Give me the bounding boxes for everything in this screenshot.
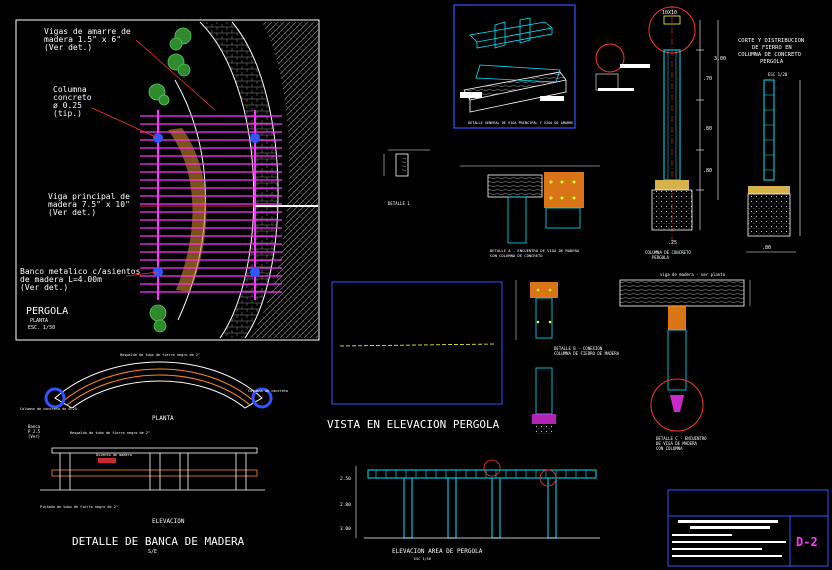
svg-text:.80: .80	[703, 126, 712, 132]
walk-brick	[200, 22, 279, 338]
bench-callout-top: Respaldo de tubo de fierro negro de 2"	[120, 353, 200, 357]
bench-title: DETALLE DE BANCA DE MADERA	[72, 535, 245, 548]
plan-columns	[153, 133, 260, 277]
bench-col-right	[251, 387, 273, 409]
pergola-elev-scale: ESC 1/50	[414, 557, 431, 561]
bench-col-left	[44, 387, 66, 409]
pergola-elev-title: ELEVACION AREA DE PERGOLA	[392, 548, 483, 555]
plan-subtitle: PLANTA	[30, 318, 48, 324]
corte-scale: ESC 1/20	[768, 72, 788, 77]
plan-title: PERGOLA	[26, 306, 68, 317]
pergola-columns	[403, 477, 557, 539]
elevation-frame: VISTA EN ELEVACION PERGOLA	[327, 281, 503, 431]
bench-scale: S/E	[148, 549, 157, 555]
column-footing	[651, 189, 693, 231]
bench-callout-col-left: Columna de concreto de 0.25	[20, 407, 77, 411]
elevation-title: VISTA EN ELEVACION PERGOLA	[327, 418, 500, 431]
svg-text:3.00: 3.00	[340, 526, 351, 532]
svg-text:2.50: 2.50	[340, 476, 351, 482]
svg-text:.80: .80	[762, 245, 771, 251]
paving-hatch	[250, 22, 318, 338]
bench-note-bottom: Pintado de tubo de fierro negro de 2"	[40, 505, 118, 509]
detail-c-circle	[650, 378, 704, 432]
detail-c-beam	[619, 279, 745, 307]
plan-scale: ESC. 1/50	[28, 325, 55, 331]
sheet-code: D-2	[796, 535, 818, 549]
svg-text:DETALLE A - ENCUENTRO DE VIGA: DETALLE A - ENCUENTRO DE VIGA DE MADERAC…	[490, 248, 580, 258]
bench-callout-col-right: Columna de concreto	[248, 389, 288, 393]
pergola-top-beam	[367, 469, 597, 479]
bench-note-asiento: Asiento de madera	[96, 453, 132, 457]
plan-leaders	[91, 39, 255, 277]
detail-1: DETALLE 1	[383, 149, 430, 206]
bench-elev-label: ELEVACION	[152, 518, 185, 525]
svg-text:2.80: 2.80	[340, 502, 351, 508]
plan-frame	[15, 19, 320, 341]
iso-caption: DETALLE GENERAL DE VIGA PRINCIPAL Y VIGA…	[468, 121, 573, 125]
iso-frame	[453, 4, 576, 129]
svg-text:.25: .25	[668, 240, 677, 246]
title-block: D-2	[667, 489, 829, 567]
pergola-elevation: 2.50 2.80 3.00 ELEVACION AREA DE PERGOLA…	[340, 459, 600, 561]
bench-plan-label: PLANTA	[152, 415, 174, 422]
detail-1-label: DETALLE 1	[388, 201, 410, 206]
column-elevation: 10X10 .70 .80 .80 3.00 .25 COLUMNA DE CO…	[595, 6, 726, 260]
rebar-footing	[747, 193, 791, 237]
rebar-column	[763, 79, 775, 181]
bench-callout-elev: Respaldo de tubo de fierro negro de 2"	[70, 431, 150, 435]
detail-1-circle	[595, 43, 625, 73]
joists	[140, 115, 282, 293]
bench-plan: PLANTA Respaldo de tubo de fierro negro …	[20, 353, 288, 439]
bench-band	[168, 128, 207, 292]
svg-text:3.00: 3.00	[714, 56, 726, 62]
svg-text:.70: .70	[703, 76, 712, 82]
tree-icons	[148, 27, 192, 333]
viga-note: viga de madera - ver planta	[660, 272, 726, 277]
detail-c: viga de madera - ver planta DETALLE C - …	[619, 272, 751, 451]
iso-detail: DETALLE GENERAL DE VIGA PRINCIPAL Y VIGA…	[453, 4, 576, 129]
bench-elevation: Respaldo de tubo de fierro negro de 2" A…	[40, 431, 265, 555]
column-top-dim: 10X10	[662, 10, 677, 16]
svg-text:.80: .80	[703, 168, 712, 174]
